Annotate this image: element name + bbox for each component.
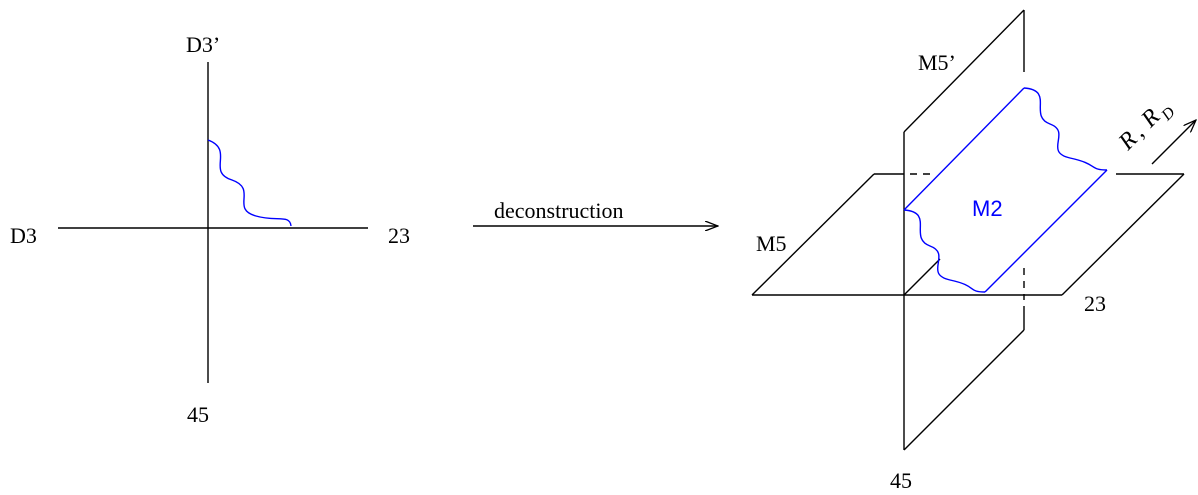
- label-m2: M2: [972, 196, 1003, 221]
- m2-wavy-right-edge: [1023, 87, 1108, 171]
- label-23-left: 23: [388, 223, 410, 248]
- m5prime-plane-bottom-edge: [903, 329, 1025, 451]
- label-deconstruction: deconstruction: [494, 198, 624, 223]
- m5-plane-right-edge: [1061, 173, 1185, 296]
- m2-wavy-left-edge: [903, 209, 986, 293]
- label-d3prime: D3’: [186, 32, 220, 57]
- planes-intersection-line: [903, 258, 941, 296]
- label-d3: D3: [10, 223, 37, 248]
- right-diagram: M5’ M5 M2 23 45 R , R D: [751, 9, 1196, 493]
- string-wavy-line: [207, 139, 292, 227]
- label-rd: R: [1136, 104, 1166, 134]
- label-45-left: 45: [187, 402, 209, 427]
- label-45-right: 45: [890, 468, 912, 493]
- label-r-rd: R , R D: [1113, 104, 1179, 156]
- deconstruction-arrow: deconstruction: [473, 198, 718, 226]
- label-23-right: 23: [1084, 291, 1106, 316]
- r-direction-arrow: [1151, 120, 1196, 165]
- m5-plane-left-edge: [751, 173, 875, 296]
- m2-bottom-edge: [984, 169, 1108, 293]
- left-diagram: D3’ D3 23 45: [10, 32, 410, 427]
- m5prime-plane-top-edge: [903, 9, 1025, 133]
- m2-top-edge: [903, 87, 1025, 211]
- label-m5: M5: [756, 231, 787, 256]
- label-m5prime: M5’: [918, 50, 956, 75]
